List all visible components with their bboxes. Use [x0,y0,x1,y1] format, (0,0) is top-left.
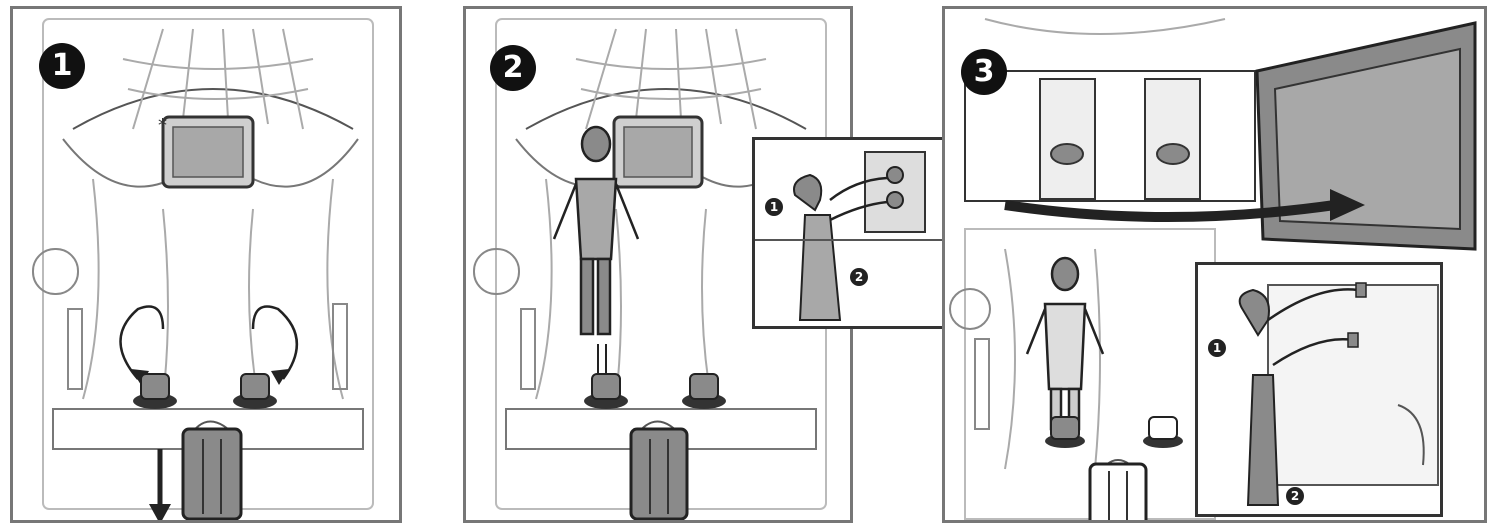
shoe-stand-right [1143,417,1183,448]
step-3-detail-callout: 1 2 [1195,262,1443,517]
step-number-badge: 3 [961,49,1007,95]
shoe-stand-left [584,374,628,409]
shoe-stand-right [682,374,726,409]
down-arrows [598,344,606,374]
doll-figure [1027,258,1103,429]
dress-hook-detail [755,140,952,329]
step-number-badge: 2 [490,45,536,91]
rotate-arrows [121,307,297,380]
callout-marker: 2 [850,268,868,286]
seat-lever [183,422,241,520]
closet-hanger-detail [1198,265,1443,517]
step-2-detail-callout: 1 2 [752,137,952,329]
seat-lever [1090,460,1146,523]
shoe-stand-left [1045,417,1085,448]
callout-marker: 2 [1286,487,1304,505]
down-arrow-icon [149,449,171,523]
wardrobe-band [965,71,1255,201]
callout-marker: 1 [765,198,783,216]
callout-marker: 1 [1208,339,1226,357]
step-number-badge: 1 [39,43,85,89]
svg-text:*: * [158,115,167,136]
shoe-stand-right [233,374,277,409]
seat-lever [631,422,687,520]
step-1-panel: * 1 [10,6,402,523]
